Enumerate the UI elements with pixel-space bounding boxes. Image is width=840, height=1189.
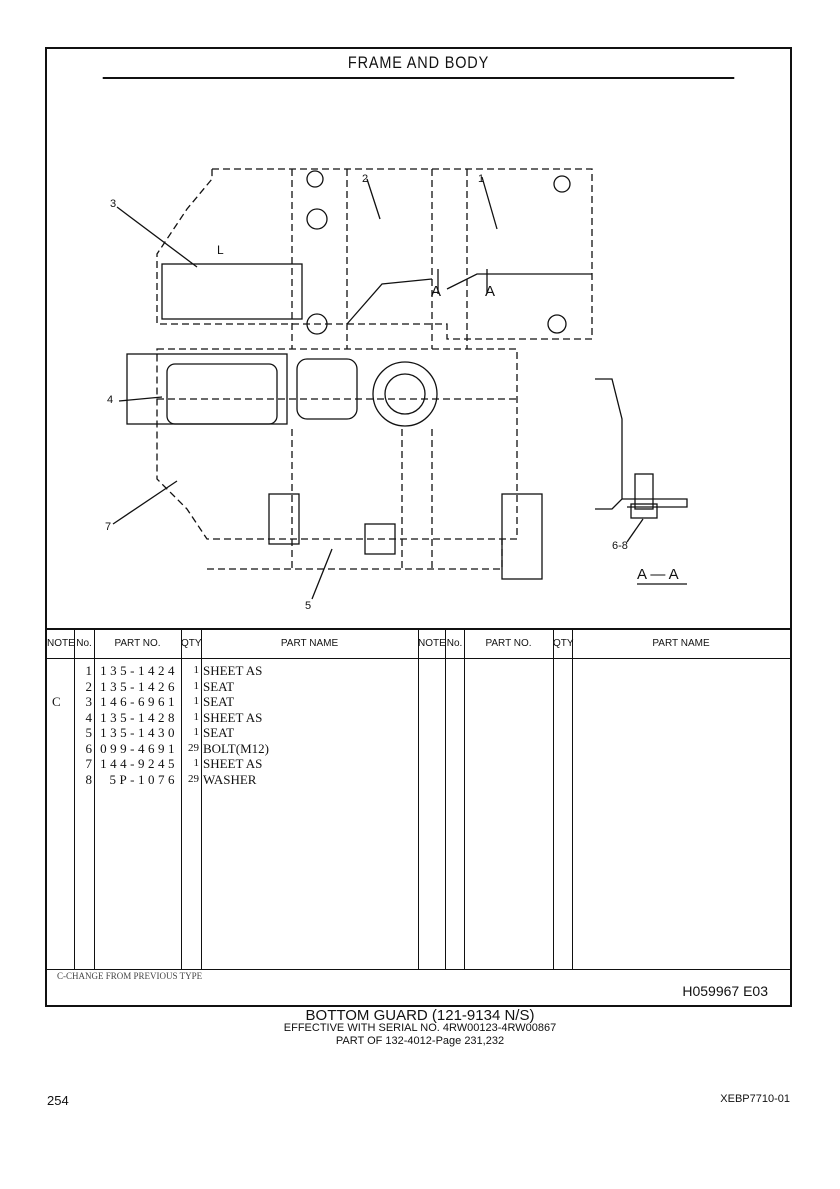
callout-7: 7 (105, 521, 111, 533)
change-footnote: C-CHANGE FROM PREVIOUS TYPE (57, 971, 203, 981)
item-number-cell: 3 (85, 694, 93, 709)
quantity-cell: 29 (188, 741, 199, 754)
part-number-cell: 144-9245 (100, 756, 178, 771)
caption-part-of: PART OF 132-4012-Page 231,232 (335, 1035, 505, 1047)
part-name-cell: SEAT (203, 725, 235, 740)
part-name-cell: SHEET AS (203, 709, 263, 725)
header-part-name: PART NAME (201, 630, 418, 659)
item-number-cell: 7 (85, 756, 93, 771)
part-name-cell: SEAT (203, 694, 235, 709)
quantity-cell: 1 (193, 726, 200, 738)
section-mark-a-left: A (431, 283, 441, 300)
quantity-cell: 1 (193, 695, 200, 707)
part-name-cell: SEAT (203, 678, 235, 694)
item-number-cell: 6 (85, 740, 93, 756)
part-number-cell: 135-1426 (100, 678, 178, 694)
exploded-drawing: 1 2 3 4 5 6-8 7 A A A — A L (47, 79, 790, 628)
header-no-2: No. (445, 630, 464, 659)
item-number-cell: 8 (85, 771, 93, 787)
quantity-cell: 29 (188, 772, 199, 785)
header-qty-2: QTY (553, 630, 574, 659)
section-view-label: A — A (637, 566, 679, 583)
callout-5: 5 (305, 600, 311, 612)
quantity-cell: 1 (193, 710, 200, 723)
part-name-cell: SHEET AS (203, 756, 263, 771)
header-part-name-2: PART NAME (572, 630, 790, 659)
quantity-cell: 1 (193, 757, 200, 769)
part-number-cell: 5P-1076 (109, 771, 178, 787)
column-divider (94, 630, 182, 969)
document-code: XEBP7710-01 (720, 1093, 790, 1105)
part-name-cell: SHEET AS (203, 663, 263, 678)
part-number-cell: 146-6961 (100, 694, 178, 709)
column-divider (201, 630, 419, 969)
washer-icon (630, 503, 658, 519)
header-no: No. (74, 630, 94, 659)
page-number: 254 (47, 1093, 69, 1108)
column-divider (464, 630, 554, 969)
part-number-cell: 099-4691 (100, 740, 178, 756)
table-row: 6 099-4691 29 BOLT(M12) (47, 741, 418, 757)
callout-3: 3 (110, 198, 116, 210)
illustration-number: H059967 E03 (682, 983, 768, 999)
column-divider (445, 630, 465, 969)
quantity-cell: 1 (193, 679, 200, 692)
column-divider (553, 630, 573, 969)
parts-table: NOTE No. PART NO. QTY PART NAME NOTE No.… (47, 628, 790, 970)
item-number-cell: 4 (85, 709, 93, 725)
header-part-no-2: PART NO. (464, 630, 553, 659)
header-part-no: PART NO. (94, 630, 181, 659)
page-title: FRAME AND BODY (102, 49, 735, 79)
column-divider (418, 630, 446, 969)
section-mark-a-right: A (485, 283, 495, 300)
part-name-cell: WASHER (203, 771, 257, 787)
header-note-2: NOTE (418, 630, 446, 659)
part-number-cell: 135-1430 (100, 725, 178, 740)
callout-4: 4 (107, 394, 113, 406)
caption-serial: EFFECTIVE WITH SERIAL NO. 4RW00123-4RW00… (283, 1022, 557, 1034)
section-view-bracket (595, 378, 623, 510)
note-cell: C (52, 694, 61, 709)
mark-l: L (217, 243, 224, 257)
lower-guard-outline (156, 348, 518, 540)
item-number-cell: 5 (85, 725, 93, 740)
catalog-frame: FRAME AND BODY (45, 47, 792, 1007)
bolt-icon (634, 473, 654, 510)
callout-1: 1 (478, 173, 484, 185)
column-divider (181, 630, 202, 969)
column-divider (74, 630, 95, 969)
header-qty: QTY (181, 630, 202, 659)
upper-guard-outline (156, 168, 593, 340)
quantity-cell: 1 (193, 664, 200, 676)
callout-6-8: 6-8 (612, 540, 628, 552)
item-number-cell: 1 (85, 663, 93, 678)
caption-title: BOTTOM GUARD (121-9134 N/S) (305, 1007, 535, 1024)
column-divider (47, 630, 75, 969)
part-number-cell: 135-1424 (100, 663, 178, 678)
item-number-cell: 2 (85, 678, 93, 694)
header-note: NOTE (47, 630, 75, 659)
table-row: 8 5P-1076 29 WASHER (47, 772, 418, 788)
part-name-cell: BOLT(M12) (203, 740, 269, 756)
part-number-cell: 135-1428 (100, 709, 178, 725)
drawing-svg: 1 2 3 4 5 6-8 7 A A A — A L (105, 168, 688, 612)
callout-2: 2 (362, 173, 368, 185)
